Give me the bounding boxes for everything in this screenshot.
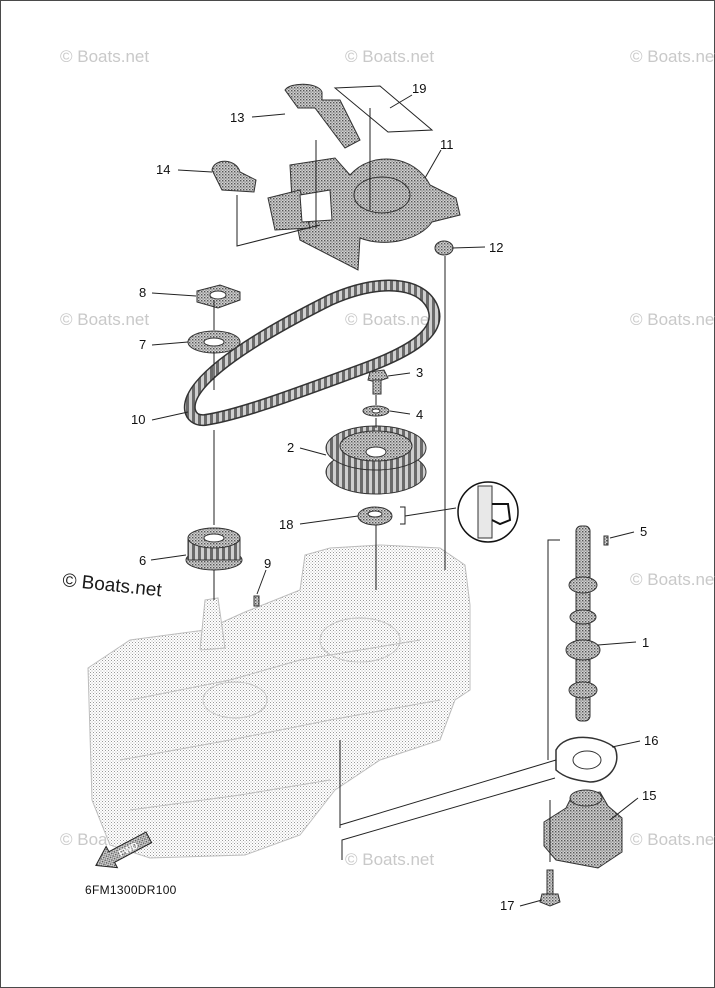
callout-17: 17	[500, 898, 514, 913]
watermark-text: © Boats.net	[630, 830, 715, 849]
callout-6: 6	[139, 553, 146, 568]
part-17-bolt	[539, 869, 561, 907]
callout-4: 4	[416, 407, 423, 422]
callout-5: 5	[640, 524, 647, 539]
callout-14: 14	[156, 162, 170, 177]
alignment-lines	[213, 108, 560, 862]
part-3-bolt	[367, 369, 389, 395]
part-12-collar	[434, 240, 454, 256]
callout-19: 19	[412, 81, 426, 96]
part-9-key	[253, 595, 260, 607]
callout-1: 1	[642, 635, 649, 650]
seal-detail-inset	[400, 481, 519, 543]
callout-7: 7	[139, 337, 146, 352]
cylinder-block	[87, 544, 471, 859]
callout-numbers: 1 2 3 4 5 6 7 8 9 10 11 12 13 14 15 16 1…	[131, 81, 658, 913]
part-2-camshaft-pulley	[325, 425, 427, 495]
watermark-primary: © Boats.net	[61, 570, 163, 601]
watermark-text: © Boats.net	[630, 310, 715, 329]
part-11-belt-cover	[267, 157, 461, 271]
part-1-camshaft	[565, 525, 601, 722]
callout-13: 13	[230, 110, 244, 125]
callout-8: 8	[139, 285, 146, 300]
callout-2: 2	[287, 440, 294, 455]
drawing-code: 6FM1300DR100	[85, 883, 177, 897]
part-13-hose	[284, 83, 361, 149]
watermark-text: © Boats.net	[345, 850, 434, 869]
watermark-text: © Boats.net	[345, 310, 434, 329]
part-15-oil-pump	[543, 789, 623, 869]
callout-18: 18	[279, 517, 293, 532]
watermark-text: © Boats.net	[630, 47, 715, 66]
watermark-text: © Boats.net	[630, 570, 715, 589]
watermark-text: © Boats.net	[345, 47, 434, 66]
watermark-text: © Boats.net	[60, 47, 149, 66]
part-18-oil-seal	[357, 506, 393, 526]
part-6-crankshaft-pulley	[185, 527, 243, 571]
callout-16: 16	[644, 733, 658, 748]
callout-3: 3	[416, 365, 423, 380]
part-14-grommet	[211, 160, 257, 193]
part-16-gasket	[555, 736, 618, 783]
callout-12: 12	[489, 240, 503, 255]
part-4-washer	[362, 405, 390, 417]
callout-9: 9	[264, 556, 271, 571]
callout-leaders	[150, 94, 641, 907]
part-10-timing-belt	[183, 279, 441, 427]
part-5-pin	[603, 535, 609, 546]
callout-10: 10	[131, 412, 145, 427]
callout-15: 15	[642, 788, 656, 803]
part-8-nut	[196, 284, 241, 309]
callout-11: 11	[440, 137, 454, 152]
watermark-text: © Boats.net	[60, 310, 149, 329]
